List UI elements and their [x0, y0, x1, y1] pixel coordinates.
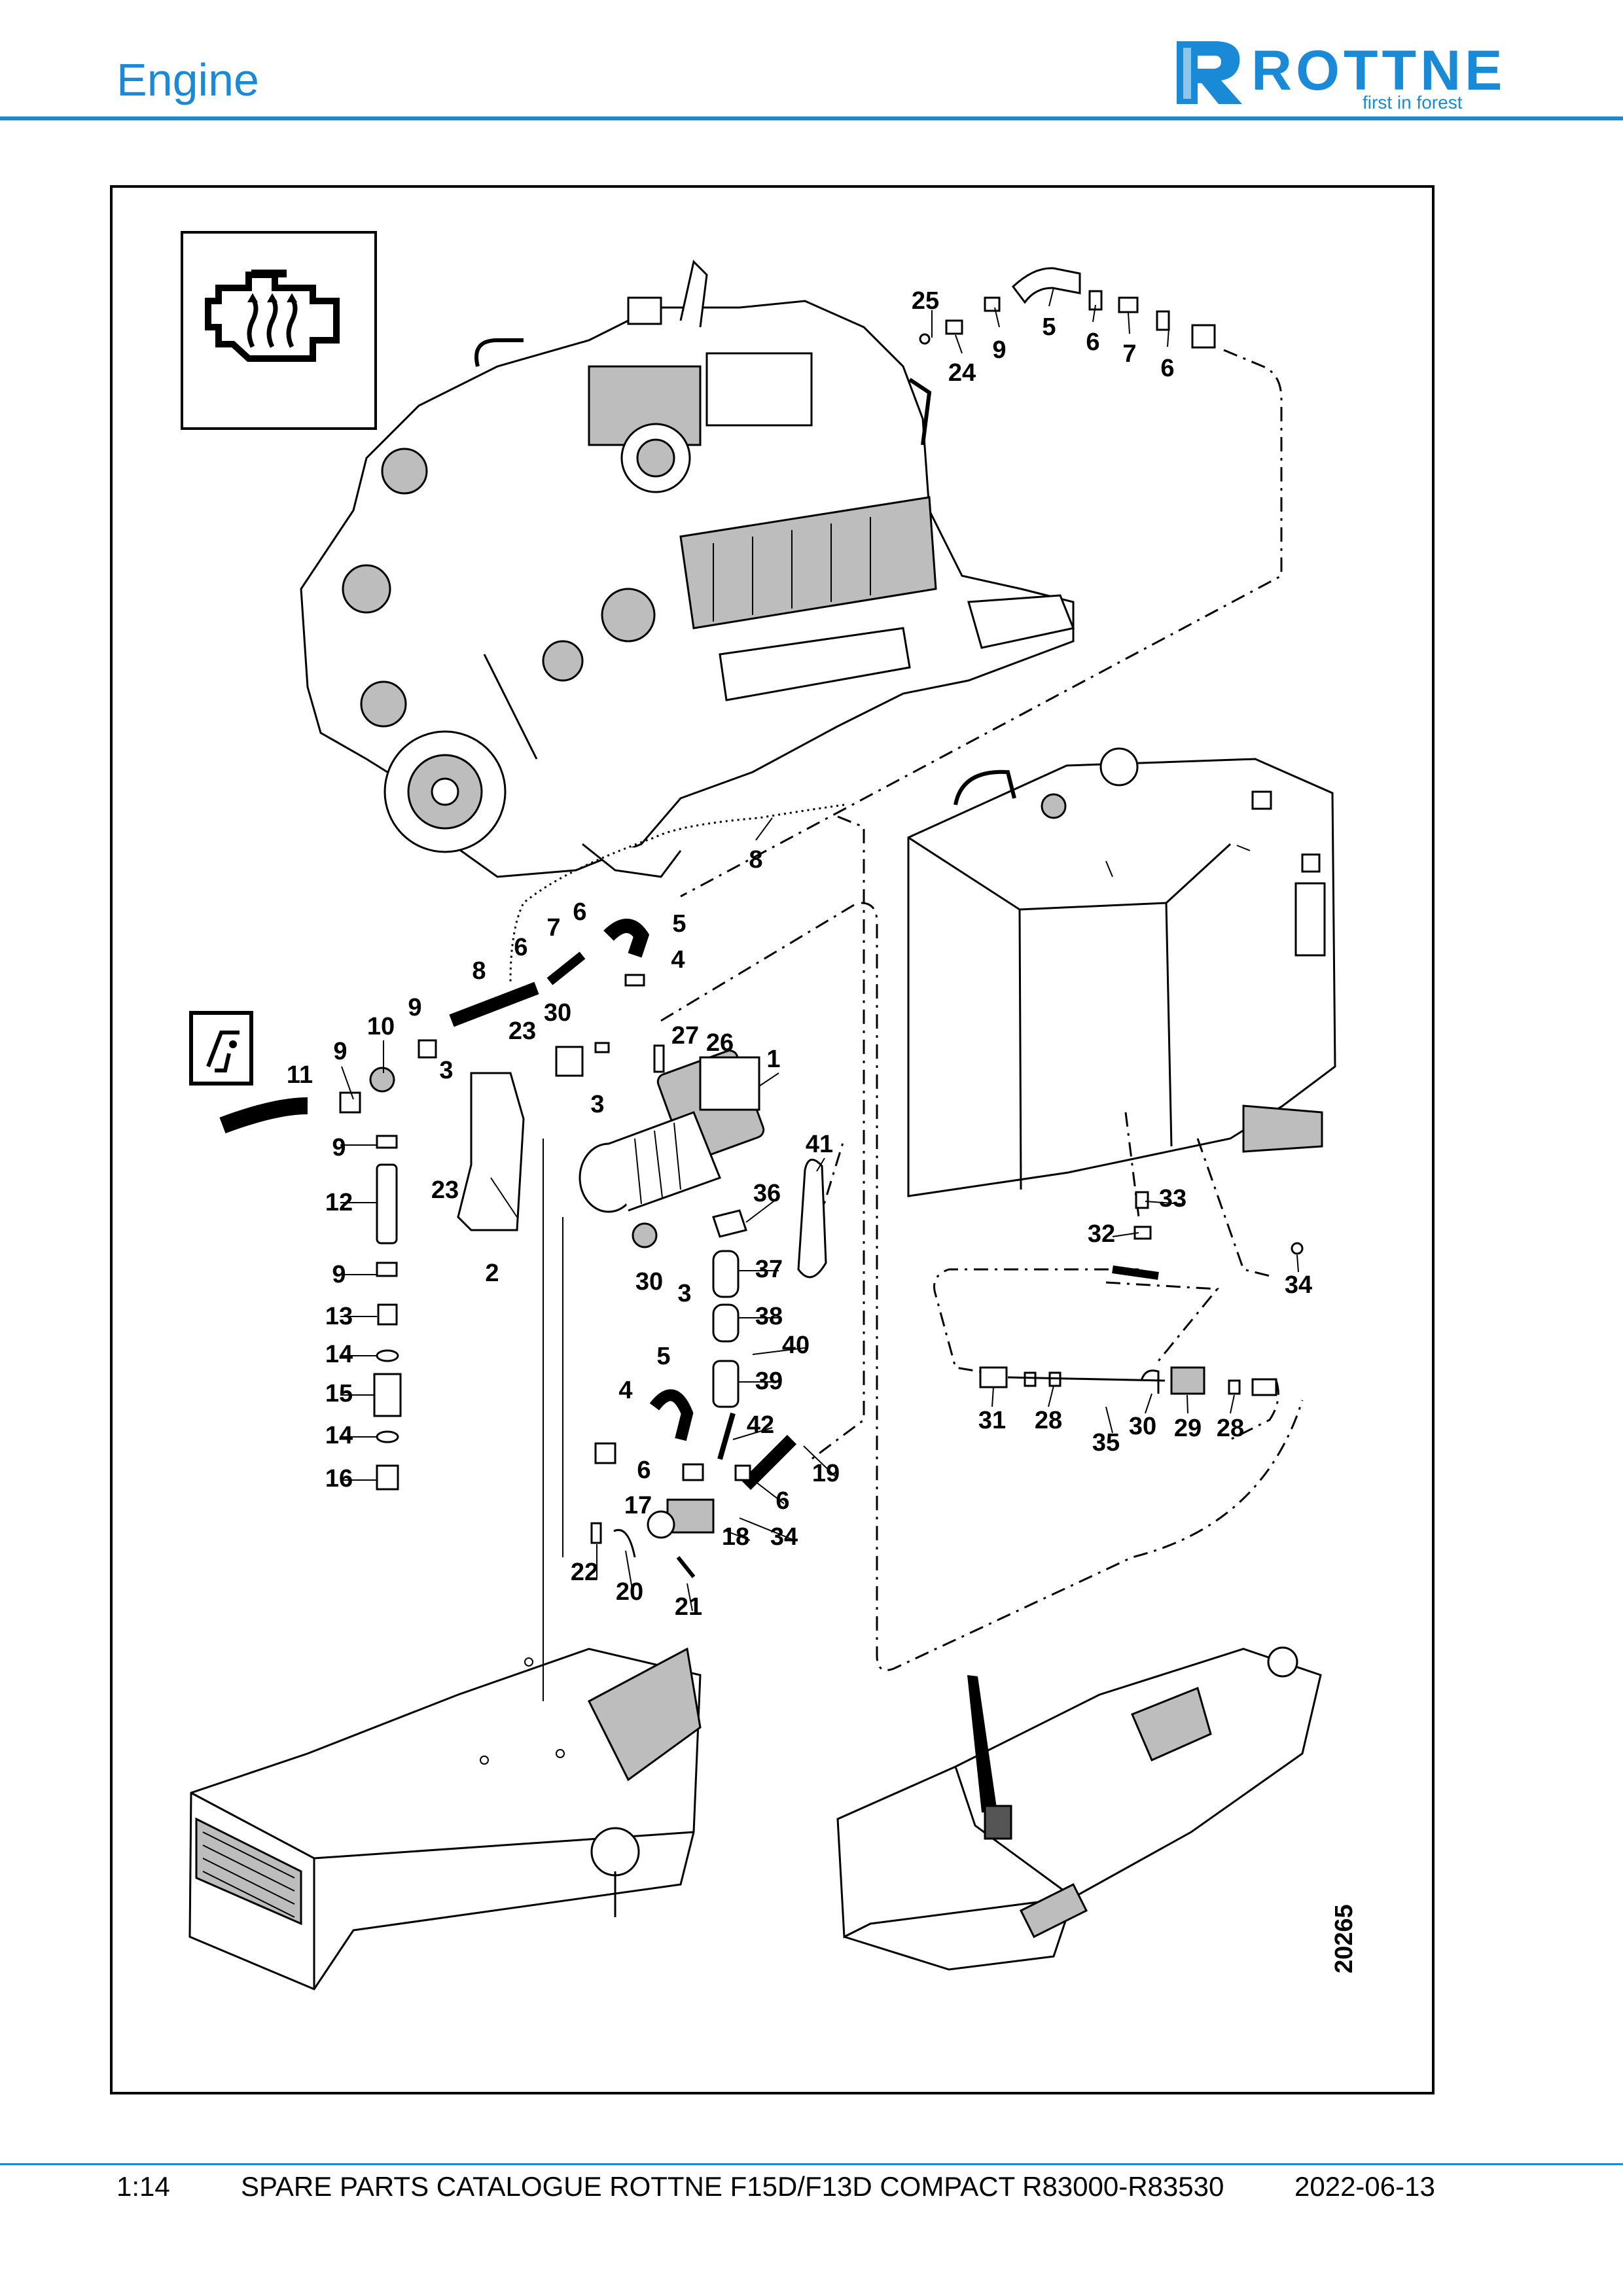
rottne-logo: ROTTNE first in forest — [1171, 36, 1512, 113]
callout-30: 30 — [544, 999, 571, 1027]
brand-tagline: first in forest — [1363, 92, 1463, 113]
callout-41: 41 — [806, 1131, 833, 1158]
callout-16: 16 — [325, 1465, 353, 1492]
callout-15: 15 — [325, 1380, 353, 1407]
catalogue-date: 2022-06-13 — [1294, 2171, 1435, 2202]
heater-components — [457, 1042, 827, 1279]
callout-6: 6 — [1160, 355, 1174, 382]
callout-13: 13 — [325, 1303, 353, 1330]
figure-frame — [110, 185, 1435, 2094]
rottne-logo-icon — [1177, 41, 1242, 104]
callout-26: 26 — [706, 1029, 734, 1057]
callout-9: 9 — [332, 1134, 346, 1161]
callout-9: 9 — [992, 336, 1006, 364]
callout-2: 2 — [485, 1260, 499, 1287]
callout-3: 3 — [590, 1091, 604, 1118]
hose-routing-lines — [660, 349, 1304, 1671]
tank-fittings — [979, 1191, 1304, 1396]
brand-name: ROTTNE — [1251, 39, 1507, 102]
leader-lines — [340, 287, 1299, 1612]
callout-39: 39 — [755, 1368, 783, 1395]
callout-18: 18 — [722, 1523, 749, 1551]
callout-30: 30 — [635, 1268, 663, 1296]
page-number: 1:14 — [116, 2171, 170, 2202]
machine-frame-illustration — [188, 1647, 702, 1990]
parts-diagram: 2524956768765648930102327261931134192336… — [181, 231, 1358, 1990]
engine-heater-icon — [181, 231, 377, 430]
callout-31: 31 — [978, 1407, 1006, 1434]
callout-23: 23 — [431, 1176, 459, 1204]
callout-10: 10 — [367, 1013, 395, 1040]
location-arrow-icon — [967, 1675, 1012, 1840]
engine-coolant-connection — [919, 267, 1216, 349]
callout-34: 34 — [770, 1523, 798, 1551]
callout-28: 28 — [1217, 1415, 1244, 1442]
callout-38: 38 — [755, 1303, 783, 1330]
callout-36: 36 — [753, 1180, 781, 1207]
callout-12: 12 — [325, 1189, 353, 1216]
callout-34: 34 — [1285, 1271, 1312, 1299]
callout-9: 9 — [408, 994, 421, 1021]
callout-42: 42 — [747, 1411, 774, 1439]
catalogue-title: SPARE PARTS CATALOGUE ROTTNE F15D/F13D C… — [241, 2171, 1224, 2202]
callout-37: 37 — [755, 1256, 783, 1283]
callout-7: 7 — [1122, 340, 1136, 368]
callout-6: 6 — [514, 934, 527, 961]
callout-21: 21 — [675, 1593, 702, 1621]
callout-28: 28 — [1035, 1407, 1062, 1434]
callout-6: 6 — [1086, 328, 1099, 356]
callout-25: 25 — [912, 287, 939, 315]
callout-9: 9 — [333, 1038, 347, 1065]
callout-1: 1 — [766, 1046, 780, 1073]
callout-30: 30 — [1129, 1413, 1156, 1440]
callout-5: 5 — [656, 1343, 670, 1370]
callout-33: 33 — [1159, 1185, 1186, 1212]
callout-17: 17 — [624, 1492, 652, 1519]
callout-14: 14 — [325, 1422, 353, 1449]
location-view-illustration — [836, 1646, 1322, 1971]
callout-6: 6 — [573, 898, 586, 926]
callout-8: 8 — [472, 957, 486, 985]
engine-illustration — [300, 260, 1075, 878]
footer-divider — [0, 2163, 1623, 2165]
callout-9: 9 — [332, 1261, 346, 1288]
callout-5: 5 — [1042, 313, 1056, 341]
callout-32: 32 — [1088, 1220, 1115, 1248]
callout-40: 40 — [782, 1332, 810, 1359]
fuel-tank-illustration — [907, 747, 1336, 1197]
hose-8-dotted — [509, 804, 845, 982]
callout-29: 29 — [1174, 1415, 1202, 1442]
callout-24: 24 — [948, 359, 976, 387]
callout-4: 4 — [671, 946, 685, 974]
callout-3: 3 — [439, 1057, 453, 1084]
page-title: Engine — [116, 54, 259, 105]
callout-35: 35 — [1092, 1429, 1120, 1457]
callout-27: 27 — [671, 1022, 699, 1050]
callout-4: 4 — [618, 1377, 632, 1404]
callout-19: 19 — [812, 1460, 840, 1487]
callout-3: 3 — [677, 1280, 691, 1307]
info-manual-icon — [189, 1011, 253, 1086]
callout-22: 22 — [571, 1559, 598, 1586]
pump-assembly — [590, 1209, 797, 1578]
fitting-stack — [219, 919, 650, 1491]
callout-7: 7 — [546, 914, 560, 942]
callout-8: 8 — [749, 846, 762, 874]
callout-6: 6 — [637, 1457, 651, 1484]
header-divider — [0, 116, 1623, 120]
callout-11: 11 — [287, 1061, 313, 1089]
reference-lines — [543, 1139, 563, 1701]
callout-14: 14 — [325, 1341, 353, 1368]
callout-23: 23 — [508, 1017, 536, 1045]
callout-5: 5 — [672, 910, 686, 938]
callout-20: 20 — [616, 1578, 643, 1606]
callout-6: 6 — [776, 1487, 789, 1515]
figure-id: 20265 — [1330, 1904, 1358, 1973]
